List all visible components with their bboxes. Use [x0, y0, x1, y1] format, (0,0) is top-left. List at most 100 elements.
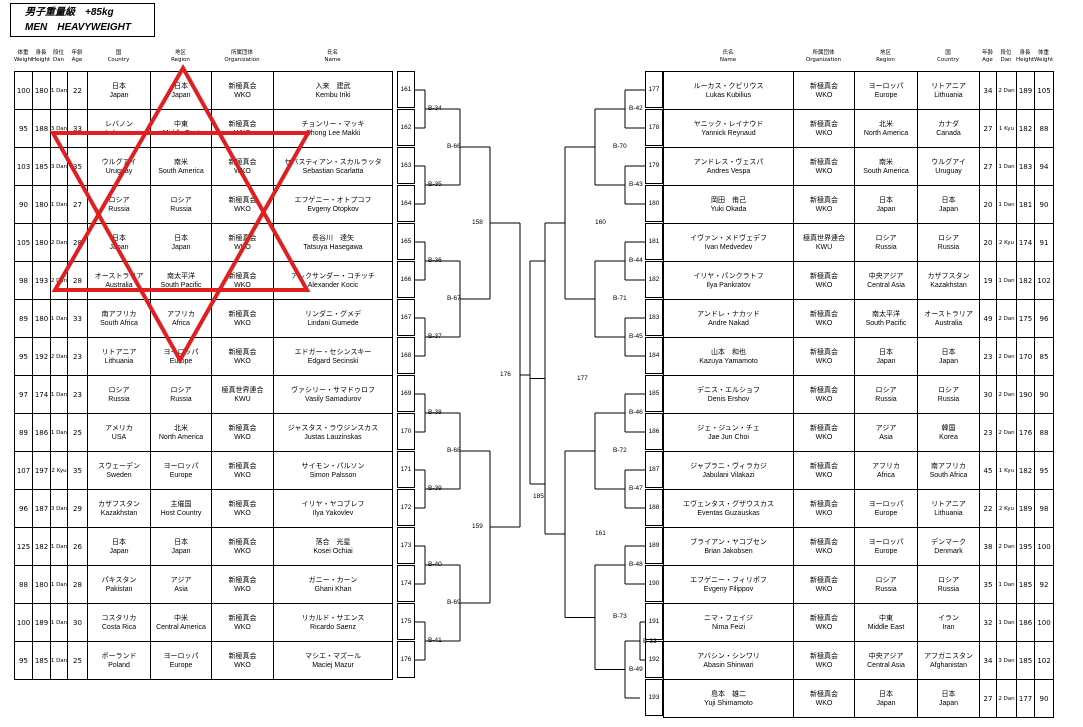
column-header-en: Dan [1000, 56, 1012, 63]
country-jp: 日本 [941, 195, 956, 204]
weight-cell: 100 [15, 72, 33, 109]
name-en: Ghani Khan [314, 585, 352, 593]
country-en: Russia [108, 205, 130, 213]
org-jp: 新極真会 [228, 119, 257, 128]
org-en: KWU [234, 395, 251, 403]
height-cell: 185 [1017, 566, 1035, 603]
region-en: Middle East [867, 623, 905, 631]
height-cell: 195 [1017, 528, 1035, 565]
age-cell: 23 [980, 338, 997, 375]
age-cell: 33 [68, 110, 88, 147]
org-jp: 新極真会 [228, 347, 257, 356]
height-cell: 181 [1017, 186, 1035, 223]
dan-cell: 3 Dan [997, 642, 1017, 679]
annotation-triangle-down [49, 131, 312, 365]
seed-number: 178 [645, 109, 663, 146]
height-cell: 174 [33, 376, 51, 413]
dan-cell: 1 Dan [51, 414, 68, 451]
dan-cell: 1 Dan [997, 186, 1017, 223]
seed-number: 164 [397, 185, 415, 222]
weight-cell: 105 [15, 224, 33, 261]
match-label: B-33 [643, 638, 657, 645]
org-jp: 極真世界連合 [803, 233, 845, 242]
match-label: B-70 [613, 143, 627, 150]
name-en: Ricardo Saenz [310, 623, 356, 631]
age-cell: 23 [980, 414, 997, 451]
age-cell: 22 [980, 490, 997, 527]
region-jp: 南太平洋 [167, 271, 195, 280]
age-cell: 27 [980, 148, 997, 185]
country-jp: ポーランド [101, 651, 137, 660]
column-header-en: Age [982, 56, 993, 63]
column-header-en: Age [71, 56, 83, 63]
seed-number: 183 [645, 299, 663, 336]
weight-cell: 90 [1035, 680, 1054, 717]
org-en: WKO [234, 319, 251, 327]
height-cell: 192 [33, 338, 51, 375]
seed-number: 189 [645, 527, 663, 564]
name-jp: エヴェンタス・グザウスカス [683, 499, 774, 508]
age-cell: 30 [980, 376, 997, 413]
column-header-en: Organization [224, 56, 260, 63]
age-cell: 35 [980, 566, 997, 603]
name-en: Lindani Gumede [307, 319, 359, 327]
country-jp: ウルグアイ [101, 157, 137, 166]
seed-number: 161 [397, 71, 415, 108]
name-en: Brian Jakobsen [704, 547, 753, 555]
country-en: Denmark [934, 547, 963, 555]
org-jp: 新極真会 [228, 499, 257, 508]
height-cell: 185 [33, 642, 51, 679]
country-en: Kazakhstan [100, 509, 138, 517]
name-jp: イヴァン・メドヴェデフ [690, 233, 767, 242]
match-label: 161 [595, 530, 606, 538]
dan-cell: 1 Dan [51, 604, 68, 641]
region-en: Japan [876, 357, 896, 365]
column-header-jp: 身長 [35, 50, 47, 56]
org-en: WKO [234, 623, 251, 631]
region-jp: 中央アジア [868, 651, 904, 660]
org-jp: 新極真会 [228, 195, 257, 204]
age-cell: 27 [68, 186, 88, 223]
org-jp: 新極真会 [810, 157, 838, 166]
column-header-jp: 地区 [174, 50, 186, 56]
division-title-en: MEN HEAVYWEIGHT [25, 22, 131, 33]
age-cell: 28 [68, 566, 88, 603]
org-jp: 新極真会 [810, 613, 838, 622]
match-label: B-40 [428, 561, 442, 568]
annotation-triangle-up [51, 63, 311, 292]
region-en: Russia [875, 395, 897, 403]
name-en: Ilya Yakovlev [312, 509, 354, 517]
seed-number: 163 [397, 147, 415, 184]
